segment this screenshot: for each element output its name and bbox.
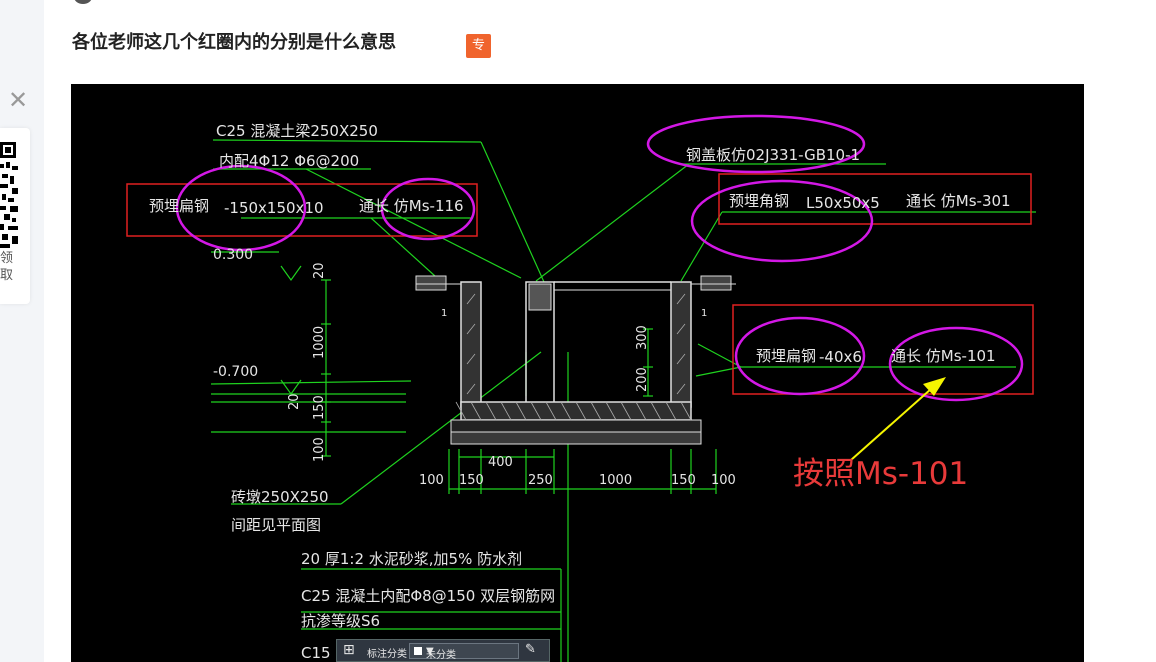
left-flat-steel-length: 通长 仿Ms-116 xyxy=(359,197,464,215)
qr-card[interactable]: 领取 xyxy=(0,128,30,304)
channel-section xyxy=(415,275,736,445)
annotation-toolbar[interactable]: ⊞ 标注分类 未分类 ▼ ✎ xyxy=(336,639,550,662)
yellow-arrow xyxy=(850,377,946,461)
angle-steel-name: 预埋角钢 xyxy=(729,192,789,210)
category-select[interactable]: 未分类 ▼ xyxy=(409,643,519,661)
dim-100b: 100 xyxy=(711,473,736,488)
question-title: 各位老师这几个红圈内的分别是什么意思 xyxy=(72,32,396,53)
red-boxes xyxy=(126,173,1034,395)
circle-ms-116 xyxy=(380,177,476,241)
dim-300-vertical: 300 xyxy=(635,325,650,350)
pro-badge: 专 xyxy=(466,34,491,58)
qr-code-icon xyxy=(0,140,18,250)
pier-label: 砖墩250X250 xyxy=(231,488,329,506)
avatar xyxy=(74,0,92,4)
right-red-box xyxy=(732,304,1034,395)
right-flat-steel-spec: -40x6 xyxy=(819,348,862,366)
dim-1000-horizontal: 1000 xyxy=(599,473,632,488)
qr-caption: 领取 xyxy=(0,251,14,283)
dim-100-vertical: 100 xyxy=(312,437,327,462)
circle-angle-steel xyxy=(690,179,874,263)
checkbox[interactable] xyxy=(414,647,422,655)
angle-steel-spec: L50x50x5 xyxy=(806,194,880,212)
dim-150-vertical: 150 xyxy=(312,395,327,420)
beam-rebar: 内配4Φ12 Φ6@200 xyxy=(219,152,359,170)
category-select-value: 未分类 xyxy=(426,650,456,661)
steel-cover-label: 钢盖板仿02J331-GB10-1 xyxy=(686,146,860,164)
dim-20a: 20 xyxy=(312,262,327,279)
circle-ms-101 xyxy=(888,326,1024,402)
slope-1b: 1 xyxy=(701,308,707,319)
elevation-neg0700: -0.700 xyxy=(213,364,258,380)
circle-left-flat-steel xyxy=(175,164,307,252)
close-icon[interactable]: ✕ xyxy=(8,86,29,114)
dim-200-vertical: 200 xyxy=(635,367,650,392)
annotation-label: 按照Ms-101 xyxy=(793,456,968,492)
dim-250: 250 xyxy=(528,473,553,488)
dimensions: 20 1000 20 150 100 300 200 400 100 150 2… xyxy=(287,262,736,488)
dim-20b: 20 xyxy=(287,393,302,410)
circle-right-flat-steel xyxy=(734,316,866,396)
dim-400: 400 xyxy=(488,455,513,470)
layer-2: C25 混凝土内配Φ8@150 双层钢筋网 xyxy=(301,587,555,605)
toolbar-label: 标注分类 xyxy=(367,649,407,660)
left-flat-steel-spec: -150x150x10 xyxy=(224,199,324,217)
angle-steel-length: 通长 仿Ms-301 xyxy=(906,192,1011,210)
dim-100a: 100 xyxy=(419,473,444,488)
magenta-circles xyxy=(175,114,1024,402)
layer-1: 20 厚1:2 水泥砂浆,加5% 防水剂 xyxy=(301,550,522,568)
left-red-box xyxy=(126,183,478,237)
layer-3: 抗渗等级S6 xyxy=(301,612,380,630)
chevron-down-icon: ▼ xyxy=(426,646,434,657)
elevation-0300: 0.300 xyxy=(213,247,253,263)
dim-150a: 150 xyxy=(459,473,484,488)
left-sidebar xyxy=(0,0,44,662)
right-flat-steel-length: 通长 仿Ms-101 xyxy=(891,347,996,365)
edit-icon[interactable]: ✎ xyxy=(525,642,536,657)
left-flat-steel-name: 预埋扁钢 xyxy=(149,197,209,215)
cad-drawing: C25 混凝土梁250X250 内配4Φ12 Φ6@200 预埋扁钢 -150x… xyxy=(126,114,1036,662)
cad-drawing-image: C25 混凝土梁250X250 内配4Φ12 Φ6@200 预埋扁钢 -150x… xyxy=(71,84,1084,662)
dim-150b: 150 xyxy=(671,473,696,488)
right-flat-steel-name: 预埋扁钢 xyxy=(756,347,816,365)
top-right-red-box xyxy=(718,173,1032,225)
slope-1a: 1 xyxy=(441,308,447,319)
beam-label: C25 混凝土梁250X250 xyxy=(216,122,378,140)
circle-steel-cover xyxy=(646,114,866,174)
dim-1000-vertical: 1000 xyxy=(312,326,327,359)
pier-note: 间距见平面图 xyxy=(231,516,321,534)
layer-4: C15 xyxy=(301,644,331,662)
leader-lines xyxy=(210,139,1036,662)
grid-icon[interactable]: ⊞ xyxy=(343,642,355,658)
